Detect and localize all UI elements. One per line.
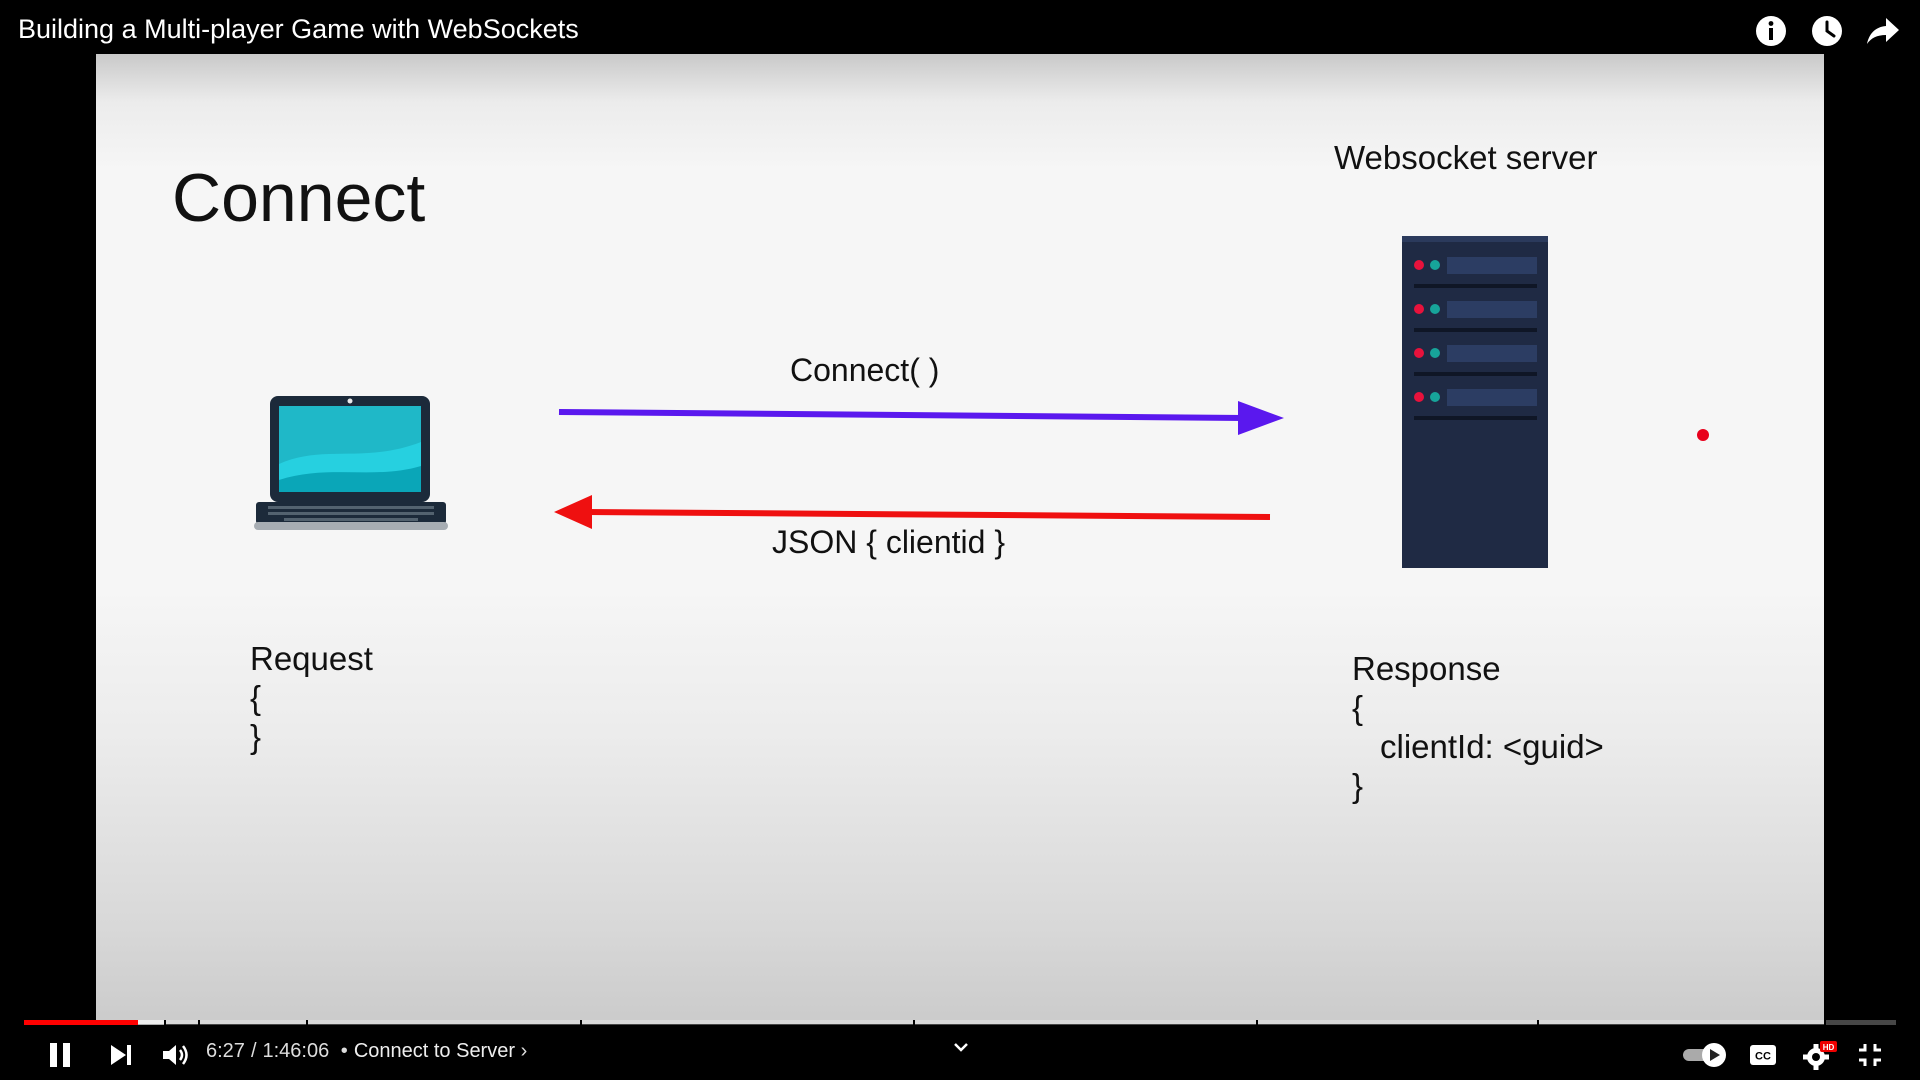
progress-played [24, 1020, 139, 1025]
arrows-layer [554, 401, 1709, 529]
response-arrow-label: JSON { clientid } [772, 524, 1005, 560]
duration: 1:46:06 [262, 1040, 330, 1062]
server-icon [1402, 236, 1548, 568]
slide-heading: Connect [172, 160, 426, 236]
request-block: Request { } [250, 639, 373, 756]
control-bar: CC HD [0, 1030, 1920, 1080]
next-icon[interactable] [104, 1030, 138, 1080]
top-actions [1754, 14, 1900, 48]
laptop-icon [254, 396, 448, 530]
chevron-down-icon[interactable] [946, 1022, 976, 1072]
chapter-bullet: • [340, 1040, 348, 1062]
chapter-marker [1537, 1020, 1539, 1025]
video-frame[interactable]: Connect Websocket server [96, 54, 1824, 1024]
chapter-marker [1256, 1020, 1258, 1025]
chapter-marker [198, 1020, 200, 1025]
info-icon[interactable] [1754, 14, 1788, 48]
response-block: Response { clientId: <guid> } [1352, 649, 1604, 805]
response-field-line: clientId: <guid> [1380, 728, 1604, 765]
chapter-marker [164, 1020, 166, 1025]
volume-icon[interactable] [158, 1030, 194, 1080]
chapter-marker [306, 1020, 308, 1025]
request-arrow [558, 401, 1284, 435]
captions-badge-text: CC [1755, 1051, 1771, 1063]
time-separator: / [250, 1040, 257, 1062]
chapter-marker [913, 1020, 915, 1025]
server-label: Websocket server [1334, 139, 1598, 176]
time-display: 6:27/1:46:06 •Connect to Server › [206, 1040, 527, 1063]
request-title: Request [250, 640, 373, 677]
autoplay-toggle-icon[interactable] [1680, 1030, 1730, 1080]
chapter-marker [580, 1020, 582, 1025]
hd-badge-text: HD [1823, 1043, 1835, 1052]
response-open-brace: { [1352, 689, 1364, 726]
captions-icon[interactable]: CC [1746, 1030, 1780, 1080]
pause-icon[interactable] [42, 1030, 78, 1080]
video-title[interactable]: Building a Multi-player Game with WebSoc… [18, 14, 579, 44]
current-time: 6:27 [206, 1040, 245, 1062]
request-arrow-label: Connect( ) [790, 352, 940, 388]
response-close-brace: } [1352, 767, 1364, 804]
share-icon[interactable] [1866, 14, 1900, 48]
chapter-chevron-icon[interactable]: › [520, 1040, 528, 1062]
response-title: Response [1352, 650, 1501, 687]
request-open-brace: { [250, 679, 262, 716]
progress-bar[interactable] [24, 1020, 1896, 1025]
watch-later-icon[interactable] [1810, 14, 1844, 48]
settings-hd-icon[interactable]: HD [1800, 1030, 1840, 1080]
response-arrow [554, 495, 1271, 529]
request-close-brace: } [250, 718, 262, 755]
laser-pointer-dot [1697, 429, 1709, 441]
chapter-title[interactable]: Connect to Server [353, 1040, 516, 1062]
exit-fullscreen-icon[interactable] [1852, 1030, 1888, 1080]
chapter-marker [1824, 1020, 1826, 1025]
